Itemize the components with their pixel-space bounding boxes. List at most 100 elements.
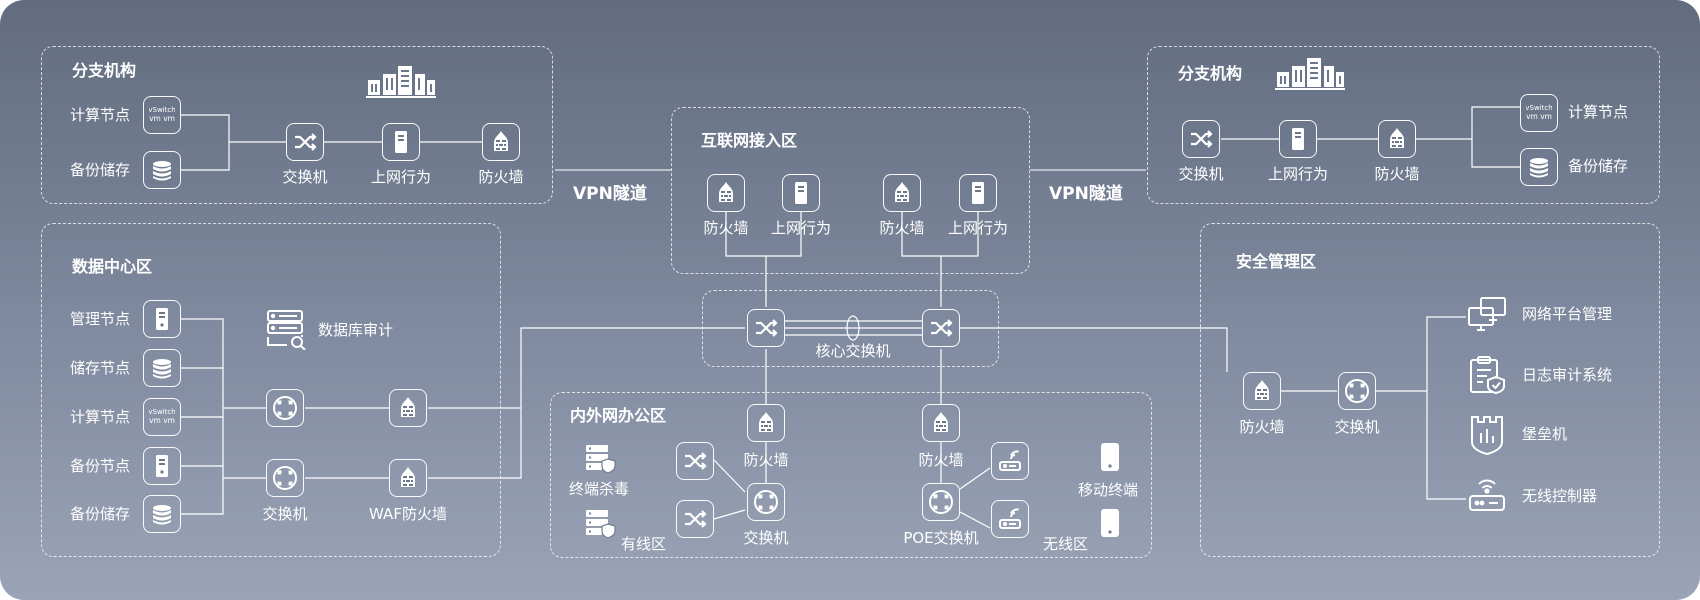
switch-label: 交换机: [743, 529, 789, 547]
ap-icon: [991, 500, 1029, 538]
svg-text:vSwitch: vSwitch: [1526, 104, 1552, 112]
firewall-icon: [1378, 120, 1416, 158]
compute-node-label: 计算节点: [70, 106, 131, 124]
log-audit-icon: [1467, 355, 1507, 395]
mobile-icon: [1100, 442, 1120, 472]
web-behavior-icon: [959, 174, 997, 212]
firewall-icon: [922, 404, 960, 442]
zone-office: [550, 392, 1152, 558]
wireless-controller-label: 无线控制器: [1522, 487, 1598, 505]
zone-title: 分支机构: [1178, 64, 1243, 83]
ap-icon: [991, 442, 1029, 480]
backup-node-label: 备份节点: [70, 457, 131, 475]
zone-branch-right: [1147, 46, 1660, 204]
zone-branch-left: [41, 46, 553, 204]
backup-storage-label: 备份储存: [70, 505, 131, 523]
firewall-label: 防火墙: [1239, 418, 1285, 436]
firewall-label: 防火墙: [918, 451, 964, 469]
building-icon: [366, 66, 436, 98]
monitor-icon: [1467, 296, 1507, 334]
db-audit-label: 数据库审计: [318, 321, 394, 339]
zone-title: 数据中心区: [72, 257, 153, 276]
zone-title: 互联网接入区: [701, 131, 798, 150]
mobile-terminal-label: 移动终端: [1078, 481, 1139, 499]
endpoint-av-label: 终端杀毒: [569, 480, 630, 498]
switch-label: 交换机: [282, 168, 328, 186]
firewall-label: 防火墙: [478, 168, 524, 186]
firewall-label: 防火墙: [1374, 165, 1420, 183]
vpn-tunnel-label: VPN隧道: [1049, 184, 1123, 204]
zone-title: 分支机构: [72, 61, 137, 80]
zone-security: [1200, 223, 1660, 557]
zone-title: 内外网办公区: [570, 406, 667, 425]
svg-text:vSwitch: vSwitch: [149, 408, 175, 416]
web-behavior-label: 上网行为: [1267, 165, 1329, 183]
firewall-label: 防火墙: [743, 451, 789, 469]
zone-title: 安全管理区: [1236, 252, 1317, 271]
firewall-icon: [747, 404, 785, 442]
router-switch-icon: [1338, 372, 1376, 410]
core-switch-icon: [922, 309, 960, 347]
web-behavior-icon: [382, 123, 420, 161]
backup-storage-label: 备份储存: [1568, 157, 1629, 175]
vpn-tunnel-label: VPN隧道: [573, 184, 647, 204]
firewall-label: 防火墙: [703, 219, 749, 237]
endpoint-av-icon: [584, 443, 616, 473]
bastion-label: 堡垒机: [1522, 425, 1568, 443]
platform-mgmt-label: 网络平台管理: [1522, 305, 1613, 323]
switch-icon: [286, 123, 324, 161]
wired-area-label: 有线区: [621, 535, 667, 553]
router-switch-icon: [266, 389, 304, 427]
firewall-icon: [1243, 372, 1281, 410]
server-icon: [143, 300, 181, 338]
firewall-icon: [482, 123, 520, 161]
waf-firewall-icon: [389, 459, 427, 497]
wireless-area-label: 无线区: [1043, 535, 1089, 553]
switch-icon: [676, 500, 714, 538]
web-behavior-label: 上网行为: [370, 168, 432, 186]
compute-node-label: 计算节点: [1568, 103, 1629, 121]
svg-text:vm vm: vm vm: [1526, 112, 1552, 121]
waf-label: WAF防火墙: [369, 505, 447, 523]
web-behavior-label: 上网行为: [770, 219, 832, 237]
storage-icon: [143, 349, 181, 387]
firewall-icon: [883, 174, 921, 212]
wireless-controller-icon: [1467, 474, 1507, 514]
server-icon: [143, 447, 181, 485]
mobile-icon: [1100, 508, 1120, 538]
svg-text:vSwitch: vSwitch: [149, 106, 175, 114]
switch-icon: [1182, 120, 1220, 158]
storage-icon: [1520, 148, 1558, 186]
svg-text:vm vm: vm vm: [149, 114, 175, 123]
router-switch-icon: [747, 483, 785, 521]
core-switch-label: 核心交换机: [815, 342, 891, 360]
switch-label: 交换机: [1178, 165, 1224, 183]
switch-label: 交换机: [1334, 418, 1380, 436]
bastion-icon: [1467, 414, 1507, 456]
router-switch-icon: [266, 459, 304, 497]
zone-core: [702, 290, 999, 367]
log-audit-label: 日志审计系统: [1522, 366, 1613, 384]
svg-text:vm vm: vm vm: [149, 416, 175, 425]
router-switch-icon: [922, 483, 960, 521]
switch-label: 交换机: [262, 505, 308, 523]
storage-icon: [143, 151, 181, 189]
firewall-label: 防火墙: [879, 219, 925, 237]
db-audit-icon: [265, 308, 307, 350]
compute-node-label: 计算节点: [70, 408, 131, 426]
management-node-label: 管理节点: [70, 310, 131, 328]
endpoint-av-icon: [584, 508, 616, 538]
firewall-icon: [389, 389, 427, 427]
core-switch-icon: [747, 309, 785, 347]
web-behavior-icon: [782, 174, 820, 212]
switch-icon: [676, 442, 714, 480]
poe-switch-label: POE交换机: [903, 529, 979, 547]
zone-datacenter: [41, 223, 501, 557]
backup-storage-label: 备份储存: [70, 161, 131, 179]
storage-node-label: 储存节点: [70, 359, 131, 377]
